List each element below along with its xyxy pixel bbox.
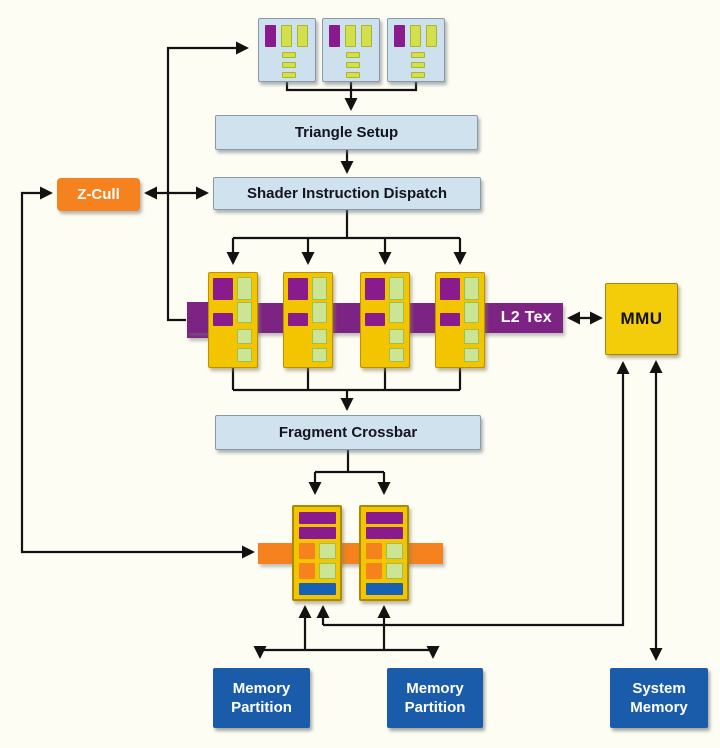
- fragment-alu-block: [389, 302, 404, 323]
- triangle-setup-node: Triangle Setup: [215, 115, 478, 150]
- fragment-texture-unit-block: [288, 278, 308, 300]
- rop-blend-block: [366, 543, 382, 559]
- rop-unit-1: [292, 505, 342, 601]
- fragment-processor-2: [283, 272, 333, 368]
- vertex-subunit-bar: [346, 52, 360, 58]
- rop-z-compare-block: [366, 527, 403, 539]
- fragment-crossbar-label: Fragment Crossbar: [278, 424, 418, 441]
- fragment-alu-block: [237, 329, 252, 344]
- fragment-alu-block: [237, 348, 252, 362]
- rop-color-block: [319, 563, 336, 579]
- l2-tex-label: L2 Tex: [500, 309, 552, 326]
- fragment-processor-4: [435, 272, 485, 368]
- shader-instruction-dispatch-node: Shader Instruction Dispatch: [213, 177, 481, 210]
- fragment-texture-unit-block: [213, 278, 233, 300]
- vertex-processor-3: [387, 18, 445, 82]
- fragment-processor-3: [360, 272, 410, 368]
- vertex-alu-block: [410, 25, 421, 47]
- z-cull-label: Z-Cull: [77, 186, 120, 203]
- vertex-subunit-bar: [282, 52, 296, 58]
- vertex-alu-block: [297, 25, 308, 47]
- arrow-rail-to-memory-partition-1: [253, 645, 433, 659]
- fragment-alu-block: [312, 302, 327, 323]
- vertex-processor-2: [322, 18, 380, 82]
- fragment-alu-block: [312, 329, 327, 344]
- rop-framebuffer-block: [366, 583, 403, 595]
- vertex-processor-1: [258, 18, 316, 82]
- fragment-alu-block: [389, 329, 404, 344]
- vertex-alu-block: [361, 25, 372, 47]
- fragment-texture-unit-block: [213, 313, 233, 326]
- vertex-alu-block: [426, 25, 437, 47]
- vertex-texture-unit-block: [329, 25, 340, 47]
- vertex-alu-block: [281, 25, 292, 47]
- fragment-alu-block: [389, 348, 404, 362]
- arrow-rop-band-zcull-loop: [20, 186, 255, 559]
- fragment-texture-unit-block: [288, 313, 308, 326]
- fragment-alu-block: [464, 277, 479, 300]
- rop-unit-2: [359, 505, 409, 601]
- fragment-alu-block: [389, 277, 404, 300]
- rop-color-block: [319, 543, 336, 559]
- vertex-subunit-bar: [282, 62, 296, 68]
- vertex-texture-unit-block: [265, 25, 276, 47]
- rop-blend-block: [299, 563, 315, 579]
- rop-framebuffer-block: [299, 583, 336, 595]
- arrow-rop-to-mmu: [323, 361, 630, 627]
- shader-instruction-dispatch-label: Shader Instruction Dispatch: [246, 185, 448, 202]
- system-memory-node: System Memory: [610, 668, 708, 728]
- fragment-crossbar-node: Fragment Crossbar: [215, 415, 481, 450]
- vertex-subunit-bar: [346, 72, 360, 78]
- vertex-subunit-bar: [411, 62, 425, 68]
- vertex-alu-block: [345, 25, 356, 47]
- vertex-subunit-bar: [346, 62, 360, 68]
- arrow-crossbar-split-rail: [315, 450, 384, 474]
- fragment-processor-1: [208, 272, 258, 368]
- memory-partition-1-label: Memory Partition: [231, 680, 292, 716]
- fragment-texture-unit-block: [440, 278, 460, 300]
- triangle-setup-label: Triangle Setup: [294, 124, 399, 141]
- vertex-subunit-bar: [282, 72, 296, 78]
- fragment-alu-block: [312, 277, 327, 300]
- mmu-label: MMU: [620, 309, 663, 328]
- fragment-alu-block: [312, 348, 327, 362]
- memory-partition-1-node: Memory Partition: [213, 668, 310, 728]
- memory-partition-2-node: Memory Partition: [387, 668, 483, 728]
- arrow-l2tex-mmu-bidirectional: [567, 311, 603, 325]
- rop-blend-block: [366, 563, 382, 579]
- arrow-fp-merge-rail: [231, 368, 462, 392]
- memory-partition-2-label: Memory Partition: [404, 680, 466, 716]
- rop-z-compare-block: [366, 512, 403, 524]
- rop-color-block: [386, 543, 403, 559]
- vertex-subunit-bar: [411, 72, 425, 78]
- fragment-texture-unit-block: [365, 278, 385, 300]
- fragment-texture-unit-block: [440, 313, 460, 326]
- fragment-alu-block: [464, 348, 479, 362]
- rop-blend-block: [299, 543, 315, 559]
- rop-z-compare-block: [299, 527, 336, 539]
- rop-z-compare-block: [299, 512, 336, 524]
- fragment-texture-unit-block: [365, 313, 385, 326]
- rop-color-block: [386, 563, 403, 579]
- fragment-alu-block: [464, 329, 479, 344]
- system-memory-label: System Memory: [630, 680, 688, 716]
- fragment-alu-block: [237, 277, 252, 300]
- vertex-texture-unit-block: [394, 25, 405, 47]
- z-cull-node: Z-Cull: [57, 178, 140, 211]
- fragment-alu-block: [464, 302, 479, 323]
- mmu-node: MMU: [605, 283, 678, 355]
- vertex-subunit-bar: [411, 52, 425, 58]
- fragment-alu-block: [237, 302, 252, 323]
